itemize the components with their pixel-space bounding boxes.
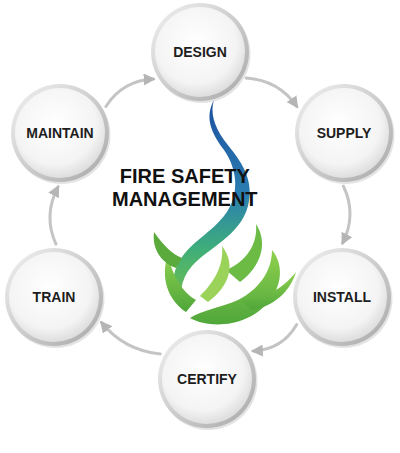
step-label: CERTIFY <box>177 371 237 387</box>
flame-leaf <box>154 232 182 268</box>
cycle-arrow <box>343 186 350 243</box>
step-circle: CERTIFY <box>161 333 253 425</box>
flame-leaf <box>226 224 262 282</box>
step-circle: DESIGN <box>154 6 246 98</box>
cycle-arrow <box>50 187 58 244</box>
cycle-arrow <box>246 78 297 107</box>
cycle-arrow <box>106 79 153 106</box>
flame-leaf <box>200 246 230 302</box>
step-label: INSTALL <box>313 289 371 305</box>
step-label: MAINTAIN <box>26 125 93 141</box>
diagram-title: FIRE SAFETY MANAGEMENT <box>112 165 258 211</box>
flame-leaf <box>190 250 280 324</box>
flame-leaf <box>240 272 296 310</box>
step-label: TRAIN <box>33 289 76 305</box>
step-circle: SUPPLY <box>298 87 390 179</box>
step-label: SUPPLY <box>317 125 372 141</box>
cycle-arrow <box>102 323 161 354</box>
step-circle: TRAIN <box>8 251 100 343</box>
cycle-arrow <box>253 325 297 351</box>
step-circle: MAINTAIN <box>14 87 106 179</box>
step-label: DESIGN <box>173 44 227 60</box>
step-circle: INSTALL <box>296 251 388 343</box>
